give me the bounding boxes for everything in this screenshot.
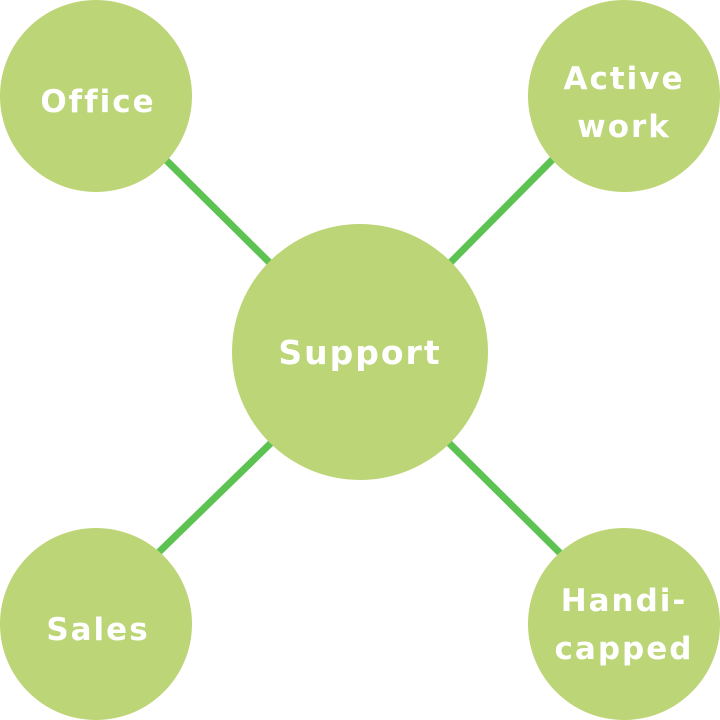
node-office-label: Office xyxy=(40,84,155,120)
node-support xyxy=(232,224,488,480)
node-office xyxy=(0,0,192,192)
node-support-label: Support xyxy=(278,333,441,372)
node-sales xyxy=(0,528,192,720)
node-sales-label: Sales xyxy=(46,612,149,648)
connector-office xyxy=(163,157,275,268)
connector-sales xyxy=(155,439,275,556)
node-active-work-label-line1: Active xyxy=(563,61,684,97)
node-handicapped-label-line1: Handi- xyxy=(561,583,688,619)
node-handicapped-label-line2: capped xyxy=(555,631,694,667)
node-active-work-label-line2: work xyxy=(577,109,671,145)
node-handicapped xyxy=(528,528,720,720)
node-active-work xyxy=(528,0,720,192)
connector-handicapped xyxy=(445,439,565,558)
connector-active-work xyxy=(445,155,557,268)
